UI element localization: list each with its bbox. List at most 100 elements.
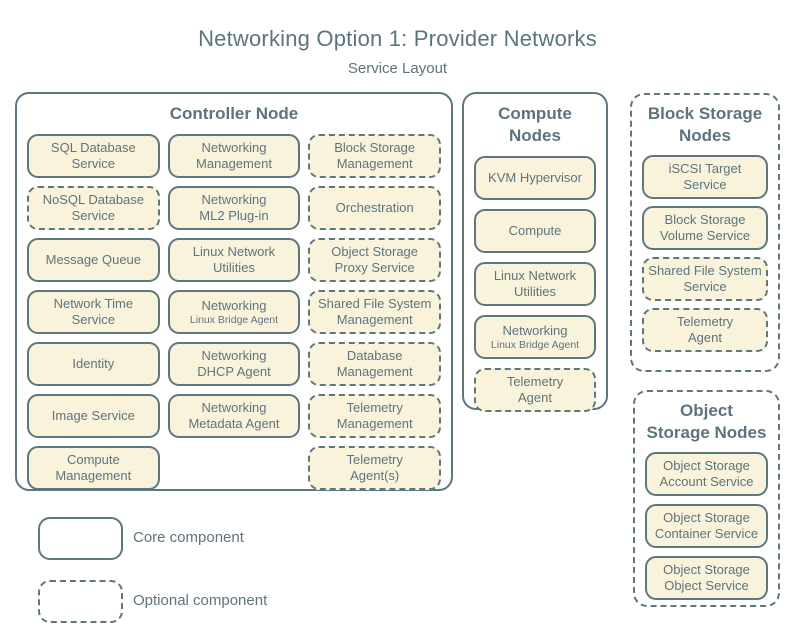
service-label: Block Storage (664, 212, 746, 228)
group-title-line: Block Storage (647, 103, 763, 123)
group-title-line: Object (680, 400, 733, 420)
service-label: Telemetry (346, 452, 403, 468)
service-label: Agent(s) (350, 468, 400, 483)
service-label: Metadata Agent (188, 416, 280, 431)
service-label: Telemetry (346, 400, 403, 416)
service-label: Service (683, 177, 727, 192)
service-box-kvm-hypervisor: KVM Hypervisor (474, 156, 596, 200)
service-label: ML2 Plug-in (199, 208, 269, 223)
service-label: Networking (502, 322, 568, 338)
service-box-orchestration: Orchestration (308, 186, 441, 230)
service-label: Networking (201, 192, 267, 208)
service-label: Volume Service (659, 228, 751, 243)
service-label: Account Service (659, 474, 754, 489)
service-label: Compute (66, 452, 120, 468)
service-label: Agent (688, 330, 722, 345)
service-label: Management (55, 468, 132, 483)
page-subtitle: Service Layout (347, 60, 448, 77)
service-label: Telemetry (676, 314, 734, 330)
service-label: Linux Bridge Agent (189, 314, 279, 327)
service-label: SQL Database (50, 140, 136, 156)
service-label: Object Service (664, 578, 749, 593)
service-label: Object Storage (663, 562, 750, 578)
service-label: Agent (518, 390, 552, 405)
group-title: Controller Node (17, 94, 451, 134)
service-label: Management (336, 312, 413, 327)
service-label: Object Storage (331, 244, 419, 260)
group-title-line: Controller Node (169, 103, 299, 123)
service-label: Networking (201, 297, 267, 313)
service-label: Container Service (654, 526, 759, 541)
service-label: Orchestration (335, 200, 414, 216)
service-label: Management (336, 364, 413, 379)
service-box-compute: Compute (474, 209, 596, 253)
service-label: Linux Network (493, 268, 577, 284)
service-label: Service (683, 279, 727, 294)
group-title-line: Compute (498, 103, 572, 123)
page-title: Networking Option 1: Provider Networks (198, 26, 597, 51)
service-box-message-queue: Message Queue (27, 238, 160, 282)
service-label: DHCP Agent (197, 364, 271, 379)
service-label: Telemetry (506, 374, 564, 390)
service-label: Networking (201, 348, 267, 364)
service-label: Service (71, 156, 115, 171)
service-label: Identity (72, 356, 115, 372)
group-title-line: Nodes (509, 126, 561, 145)
service-label: NoSQL Database (42, 192, 145, 208)
service-label: Compute (508, 223, 562, 239)
legend-optional-swatch (38, 580, 123, 623)
service-label: Networking (201, 400, 267, 416)
group-title-line: Nodes (679, 126, 731, 145)
service-label: Service (71, 312, 115, 327)
service-label: Block Storage (334, 140, 416, 156)
service-label: Database (346, 348, 403, 364)
service-label: iSCSI Target (668, 161, 742, 177)
service-label: Object Storage (663, 458, 750, 474)
service-label: KVM Hypervisor (488, 170, 582, 186)
service-label: Networking (201, 140, 267, 156)
service-label: Shared File System (317, 296, 432, 312)
service-label: Image Service (51, 408, 135, 424)
service-label: Utilities (514, 284, 556, 299)
service-label: Proxy Service (334, 260, 415, 275)
service-label: Message Queue (45, 252, 142, 268)
legend-optional-label: Optional component (133, 592, 268, 609)
service-label: Management (196, 156, 272, 171)
service-label: Utilities (213, 260, 255, 275)
legend-core-label: Core component (133, 529, 244, 546)
